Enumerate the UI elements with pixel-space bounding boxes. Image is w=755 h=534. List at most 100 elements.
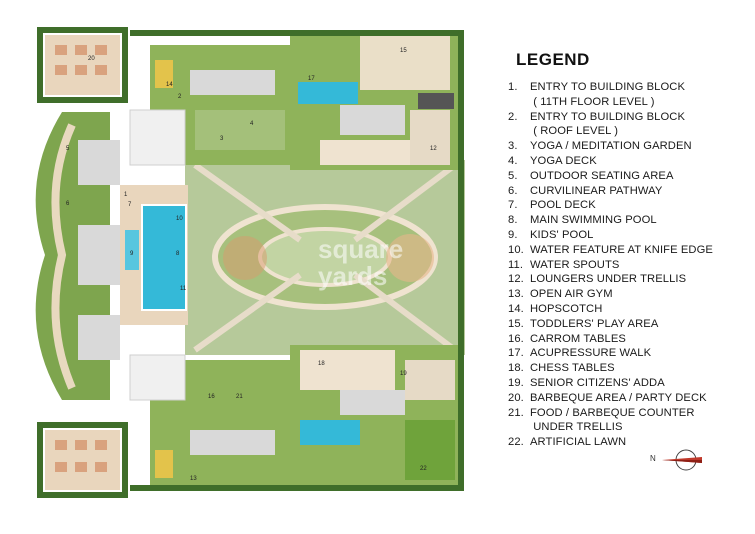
plan-label: 2 [178,94,182,100]
legend-item-label: ACUPRESSURE WALK [530,347,652,360]
legend-item-label: ARTIFICIAL LAWN [530,436,627,449]
legend-item-number: 13. [508,288,524,301]
bottom-hopscotch [155,450,173,478]
outer-hedge-right [458,30,464,491]
legend-item-label: ENTRY TO BUILDING BLOCK ( ROOF LEVEL ) [530,110,686,138]
bottom-left-hedge [37,422,128,498]
legend-item-number: 8. [508,214,518,227]
north-arrow-icon [662,449,702,471]
legend-item-number: 5. [508,169,518,182]
legend-item-number: 14. [508,302,524,315]
legend-item-number: 6. [508,184,518,197]
plan-label: 13 [190,476,197,482]
watermark-line2: yards [318,261,387,291]
legend-item-label: SENIOR CITIZENS' ADDA [530,376,665,389]
diagonal-path-2 [353,162,457,243]
legend-item-label: KIDS' POOL [530,228,594,241]
legend-item: 16. CARROM TABLES [508,332,748,347]
legend-item: 15. TODDLERS' PLAY AREA [508,317,748,332]
barbeque-tables-top [55,45,107,75]
legend-item-label: CARROM TABLES [530,332,626,345]
plan-label: 19 [400,371,407,377]
legend-item-number: 21. [508,406,524,419]
bottom-right-pool [300,420,360,445]
legend-item: 13. OPEN AIR GYM [508,287,748,302]
diagonal-path-3 [193,272,302,353]
legend-item: 1.ENTRY TO BUILDING BLOCK ( 11TH FLOOR L… [508,80,748,110]
top-center-deck [195,110,285,150]
plan-label: 3 [220,136,224,142]
legend-item-number: 16. [508,332,524,345]
legend-item: 21. FOOD / BARBEQUE COUNTER UNDER TRELLIS [508,406,748,436]
plan-label: 18 [318,361,325,367]
main-swimming-pool [141,204,187,311]
legend-item-label: ENTRY TO BUILDING BLOCK ( 11TH FLOOR LEV… [530,81,686,108]
legend-item-number: 2. [508,110,518,123]
legend-item-label: MAIN SWIMMING POOL [530,214,657,227]
legend-item-label: CURVILINEAR PATHWAY [530,184,663,197]
legend-item: 20. BARBEQUE AREA / PARTY DECK [508,391,748,406]
legend-item-label: YOGA DECK [530,154,597,167]
legend-item-number: 9. [508,228,518,241]
curvilinear-pathway [51,123,76,390]
watermark-line1: square [318,234,403,264]
legend-item-label: CHESS TABLES [530,362,615,375]
bottom-trellis [129,354,186,401]
plan-label: 12 [430,146,437,152]
kids-pool [125,230,139,270]
legend-item-label: POOL DECK [530,199,596,212]
legend-item: 12. LOUNGERS UNDER TRELLIS [508,272,748,287]
legend-item-label: BARBEQUE AREA / PARTY DECK [530,391,707,404]
legend-item: 17. ACUPRESSURE WALK [508,346,748,361]
hopscotch [155,60,173,88]
legend-item: 14. HOPSCOTCH [508,302,748,317]
building-block-left-upper [78,140,120,185]
plan-label: 21 [236,394,243,400]
plan-label: 4 [250,121,254,127]
compass-label: N [650,454,656,463]
legend-item-number: 12. [508,273,524,286]
plan-label: 11 [180,286,187,292]
legend-item: 3.YOGA / MEDITATION GARDEN [508,139,748,154]
legend-item-label: WATER FEATURE AT KNIFE EDGE [530,243,713,256]
bottom-right-senior-adda [405,360,455,400]
garden-feature-left [223,236,267,280]
top-right-building [340,105,405,135]
plan-label: 7 [128,202,132,208]
legend-list: 1.ENTRY TO BUILDING BLOCK ( 11TH FLOOR L… [508,80,748,450]
legend-item-label: FOOD / BARBEQUE COUNTER UNDER TRELLIS [530,406,695,434]
legend-item: 10.WATER FEATURE AT KNIFE EDGE [508,243,748,258]
artificial-lawn [405,420,455,480]
plan-label: 15 [400,48,407,54]
legend-item: 5. OUTDOOR SEATING AREA [508,169,748,184]
legend-item-label: TODDLERS' PLAY AREA [530,317,659,330]
top-right-loungers [410,110,450,165]
bottom-right-deck [300,350,395,390]
plan-label: 5 [66,146,70,152]
legend-item-number: 11. [508,258,524,271]
legend-item-label: WATER SPOUTS [530,258,620,271]
north-compass: N [650,449,710,471]
toddlers-play-area [360,35,450,90]
legend-item-label: HOPSCOTCH [530,302,603,315]
legend-item-number: 20. [508,391,524,404]
legend-item: 2. ENTRY TO BUILDING BLOCK ( ROOF LEVEL ) [508,110,748,140]
plan-label: 10 [176,216,183,222]
legend-item-label: OUTDOOR SEATING AREA [530,169,674,182]
barbeque-tables-bottom [55,440,107,472]
plan-label: 16 [208,394,215,400]
legend-title: LEGEND [516,50,590,69]
legend-item-number: 22. [508,436,524,449]
legend-item-label: OPEN AIR GYM [530,288,613,301]
legend-item: 22. ARTIFICIAL LAWN [508,435,748,450]
plan-label: 9 [130,251,134,257]
legend-item-number: 17. [508,347,524,360]
legend-item-label: LOUNGERS UNDER TRELLIS [530,273,687,286]
top-right-stair [418,93,454,109]
legend-item-number: 19. [508,376,524,389]
plan-label: 6 [66,201,70,207]
legend-item: 4.YOGA DECK [508,154,748,169]
legend-item-number: 7. [508,199,518,212]
legend-item-number: 15. [508,317,524,330]
legend-item: 9. KIDS' POOL [508,228,748,243]
